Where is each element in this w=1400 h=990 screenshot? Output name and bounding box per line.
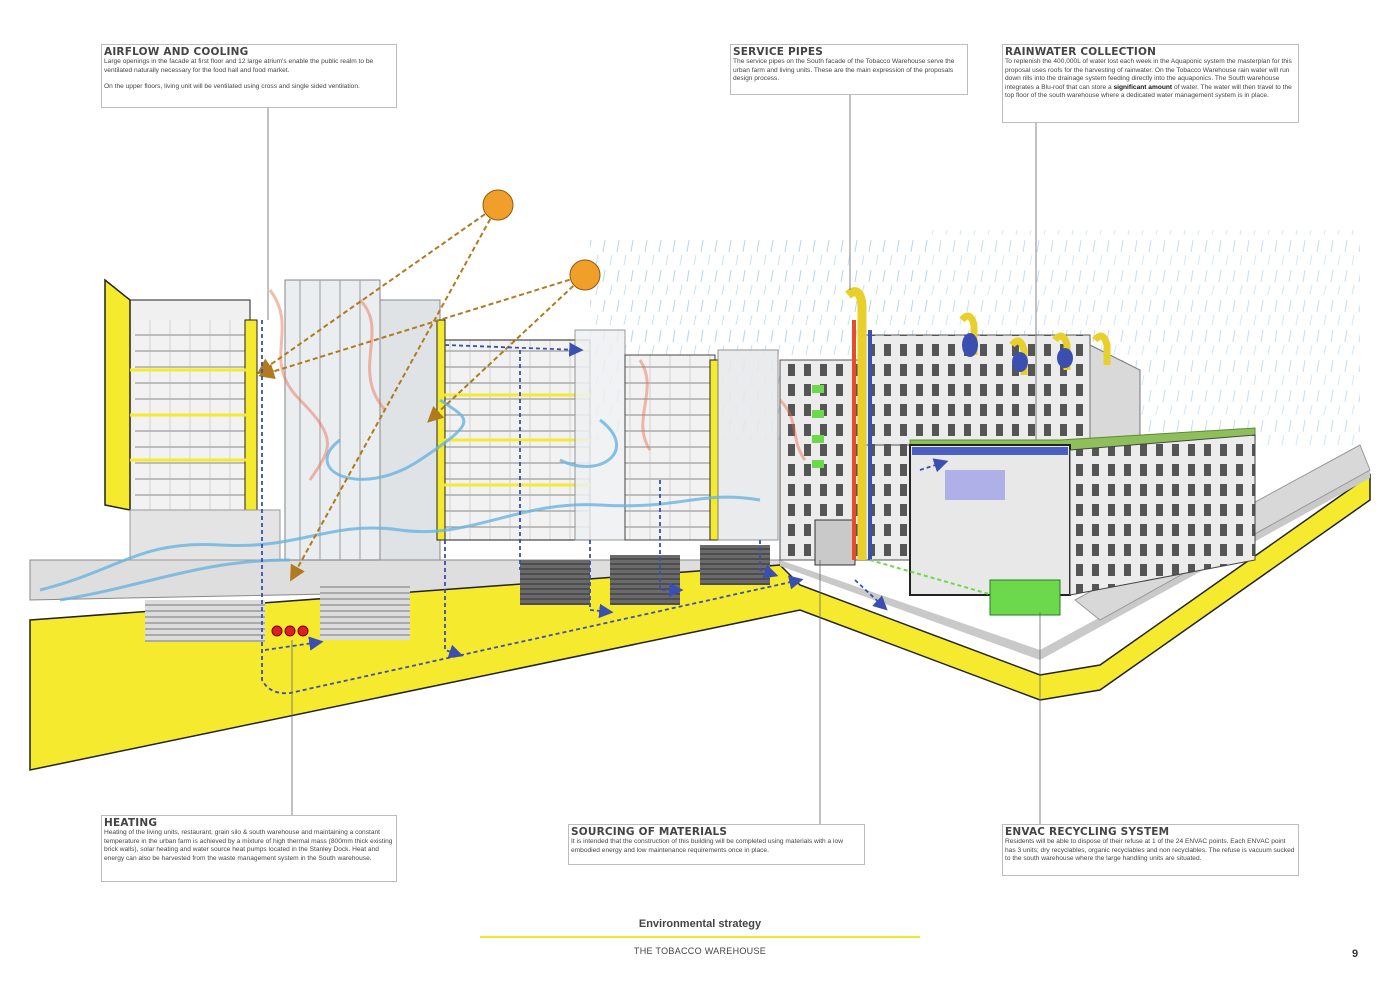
envac-title: ENVAC RECYCLING SYSTEM: [1005, 826, 1170, 838]
sun-rays: [256, 204, 586, 582]
airflow-body-1: Large openings in the facade at first fl…: [104, 58, 374, 74]
page-number: 9: [1352, 948, 1359, 960]
heating-circuit: [261, 320, 949, 695]
rainwater-title: RAINWATER COLLECTION: [1005, 46, 1157, 58]
sun-icon: [569, 259, 601, 291]
heating-title: HEATING: [104, 817, 158, 829]
envac-vacuum-line: [869, 559, 1011, 601]
materials-note: SOURCING OF MATERIALS It is intended tha…: [568, 824, 865, 865]
rainwater-body-end: of water. The water will then travel to …: [1005, 83, 1292, 100]
airflow-body-2: On the upper floors, living unit will be…: [104, 83, 360, 91]
middle-living-block: [436, 319, 779, 541]
heating-note: HEATING Heating of the living units, res…: [101, 815, 397, 882]
envac-note: ENVAC RECYCLING SYSTEM Residents will be…: [1002, 824, 1299, 876]
materials-title: SOURCING OF MATERIALS: [571, 826, 728, 838]
service-pipes-title: SERVICE PIPES: [733, 46, 824, 58]
rainwater-body: To replenish the 400,000L of water lost …: [1005, 58, 1296, 101]
south-warehouse: [909, 427, 1256, 616]
heating-body: Heating of the living units, restaurant,…: [104, 829, 393, 862]
sun-icon: [482, 189, 514, 221]
service-pipes: [812, 287, 1111, 560]
materials-body: It is intended that the construction of …: [571, 838, 843, 854]
footer-title: Environmental strategy: [638, 918, 762, 930]
rainwater-note: RAINWATER COLLECTION To replenish the 40…: [1002, 44, 1299, 123]
rainwater-body-emphasis: significant amount: [1113, 83, 1173, 91]
footer-subtitle: THE TOBACCO WAREHOUSE: [633, 946, 767, 956]
left-living-block: [104, 278, 281, 561]
rainwater-body-start: To replenish the 400,000L of water lost …: [1005, 58, 1292, 91]
ground-base-section: [29, 444, 1371, 771]
airflow-title: AIRFLOW AND COOLING: [104, 46, 249, 58]
heat-pump-icons: [271, 625, 309, 637]
service-pipes-note: SERVICE PIPES The service pipes on the S…: [730, 44, 968, 95]
footer-divider: [480, 936, 920, 938]
service-pipes-body: The service pipes on the South facade of…: [733, 58, 955, 83]
warm-air-streams: [268, 289, 807, 481]
envac-body: Residents will be able to dispose of the…: [1005, 838, 1295, 863]
airflow-streams: [39, 398, 761, 602]
glass-atrium: [284, 279, 441, 561]
airflow-note: AIRFLOW AND COOLING Large openings in th…: [101, 44, 397, 108]
leader-lines: [267, 95, 1041, 824]
